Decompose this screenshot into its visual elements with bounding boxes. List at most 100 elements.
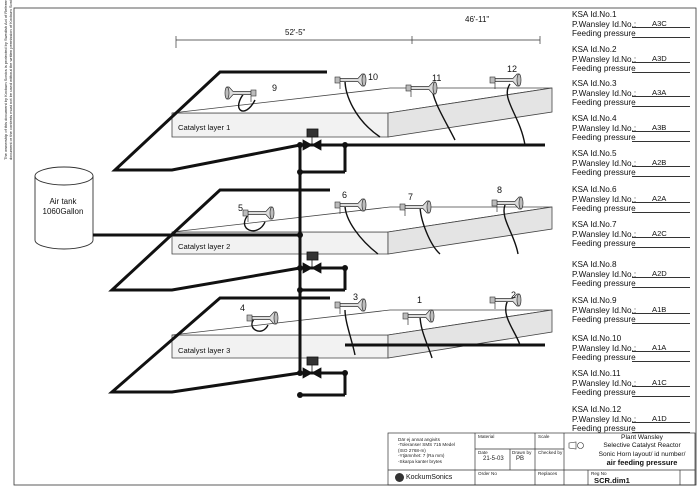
drawn-value: PB [516, 456, 525, 462]
note-line: Där ej annat angivits [398, 437, 440, 442]
ksa-id: KSA Id.No.10 [572, 334, 622, 343]
note-line: -Skarpa kanter brytes [398, 458, 442, 464]
layer-label-2: Catalyst layer 2 [178, 242, 231, 251]
horn-number-7: 7 [408, 192, 414, 202]
feeding-pressure-label: Feeding pressure [572, 64, 636, 74]
fill-in-line [632, 36, 690, 38]
wansley-id-code: A2B [652, 157, 667, 167]
fill-in-line [632, 237, 690, 239]
feeding-pressure-row: Feeding pressure [572, 98, 696, 108]
air-tank-volume: 1060Gallon [42, 207, 84, 216]
valves [302, 128, 322, 379]
wansley-id-label: P.Wansley Id.No.: [572, 19, 637, 29]
fill-in-line [632, 175, 690, 177]
fill-in-line [632, 422, 690, 424]
ksa-id: KSA Id.No.8 [572, 260, 617, 269]
fill-in-line [632, 96, 690, 98]
wansley-id-row: P.Wansley Id.No.:A2C [572, 228, 696, 240]
plate-2-side [387, 206, 553, 255]
fill-in-line [632, 277, 690, 279]
fill-in-line [632, 360, 690, 362]
fill-in-line [632, 395, 690, 397]
drawing-description: Sonic Horn layout/ id number/ [598, 451, 686, 459]
feeding-pressure-label: Feeding pressure [572, 315, 636, 325]
feeding-pressure-row: Feeding pressure [572, 315, 696, 325]
drawing-title: Plant Wansley Selective Catalyst Reactor… [590, 434, 694, 466]
wansley-id-code: A2C [652, 228, 667, 238]
wansley-id-code: A3B [652, 122, 667, 132]
wansley-id-label: P.Wansley Id.No.: [572, 269, 637, 279]
ksa-id: KSA Id.No.5 [572, 149, 617, 158]
fill-in-line [632, 431, 690, 433]
wansley-id-row: P.Wansley Id.No.:A3D [572, 54, 696, 65]
fill-in-line [632, 202, 690, 204]
horn-7 [399, 200, 432, 217]
wansley-id-label: P.Wansley Id.No.: [572, 378, 637, 388]
wansley-id-label: P.Wansley Id.No.: [572, 54, 637, 64]
fill-in-line [632, 386, 690, 388]
feeding-pressure-label: Feeding pressure [572, 424, 636, 434]
plant-name: Plant Wansley [621, 434, 663, 441]
feeding-pressure-label: Feeding pressure [572, 168, 636, 178]
air-tank-label: Air tank 1060Gallon [38, 197, 88, 217]
feeding-pressure-row: Feeding pressure [572, 424, 696, 434]
ksa-id: KSA Id.No.12 [572, 405, 622, 414]
air-pipes [93, 70, 545, 397]
ksa-id: KSA Id.No.11 [572, 369, 621, 378]
ksa-id: KSA Id.No.1 [572, 10, 617, 19]
wansley-id-label: P.Wansley Id.No.: [572, 123, 637, 133]
wansley-id-label: P.Wansley Id.No.: [572, 414, 637, 424]
feeding-pressure-row: Feeding pressure [572, 204, 696, 214]
horn-number-6: 6 [342, 190, 348, 200]
wansley-id-row: P.Wansley Id.No.:A2B [572, 157, 696, 169]
note-line: -Toleranser SMS 715 Medel [398, 442, 455, 448]
feeding-pressure-label: Feeding pressure [572, 204, 636, 214]
air-tank-title: Air tank [49, 197, 77, 206]
ksa-id: KSA Id.No.6 [572, 185, 617, 194]
wansley-id-code: A1C [652, 377, 667, 387]
layer-label-1: Catalyst layer 1 [178, 123, 231, 132]
feeding-pressure-row: Feeding pressure [572, 64, 696, 74]
wansley-id-row: P.Wansley Id.No.:A3C [572, 19, 696, 30]
fill-in-line [632, 62, 690, 64]
horn-11 [405, 81, 438, 98]
pipe-junctions [297, 142, 348, 398]
feeding-pressure-label: Feeding pressure [572, 353, 636, 363]
horn-number-11: 11 [432, 73, 442, 83]
date-label: Date [478, 450, 488, 455]
valve-layer-3-icon [302, 356, 322, 379]
wansley-id-row: P.Wansley Id.No.: A1D [572, 413, 696, 425]
drawn-label: Drawn by [512, 450, 532, 455]
material-label: Material [478, 434, 495, 439]
feeding-pressure-row: Feeding pressure [572, 133, 696, 143]
order-label: Order No [478, 471, 497, 476]
fill-in-line [632, 105, 690, 107]
feeding-pressure-row: Feeding pressure [572, 239, 696, 249]
wansley-id-row: P.Wansley Id.No.: A1C [572, 377, 696, 389]
wansley-id-code: A2A [652, 193, 667, 203]
wansley-id-row: P.Wansley Id.No.:A1A [572, 343, 696, 354]
feeding-pressure-label: Feeding pressure [572, 29, 636, 39]
horn-6 [334, 198, 367, 215]
reg-number: SCR.dim1 [594, 476, 630, 485]
horn-number-8: 8 [497, 185, 503, 195]
wansley-id-label: P.Wansley Id.No.: [572, 343, 637, 353]
horn-number-3: 3 [353, 292, 359, 302]
wansley-id-row: P.Wansley Id.No.: A3B [572, 122, 696, 134]
wansley-id-code: A1D [652, 413, 667, 423]
horn-12 [489, 73, 522, 90]
fill-in-line [632, 71, 690, 73]
fill-in-line [632, 140, 690, 142]
fill-in-line [632, 246, 690, 248]
wansley-id-label: P.Wansley Id.No.: [572, 305, 637, 315]
ksa-id: KSA Id.No.9 [572, 296, 617, 305]
scale-label: Scale [538, 434, 550, 439]
company-name: KockumSonics [406, 474, 453, 481]
tolerance-notes: Där ej annat angivits -Toleranser SMS 71… [398, 437, 473, 464]
wansley-id-row: P.Wansley Id.No.:A3A [572, 88, 696, 99]
